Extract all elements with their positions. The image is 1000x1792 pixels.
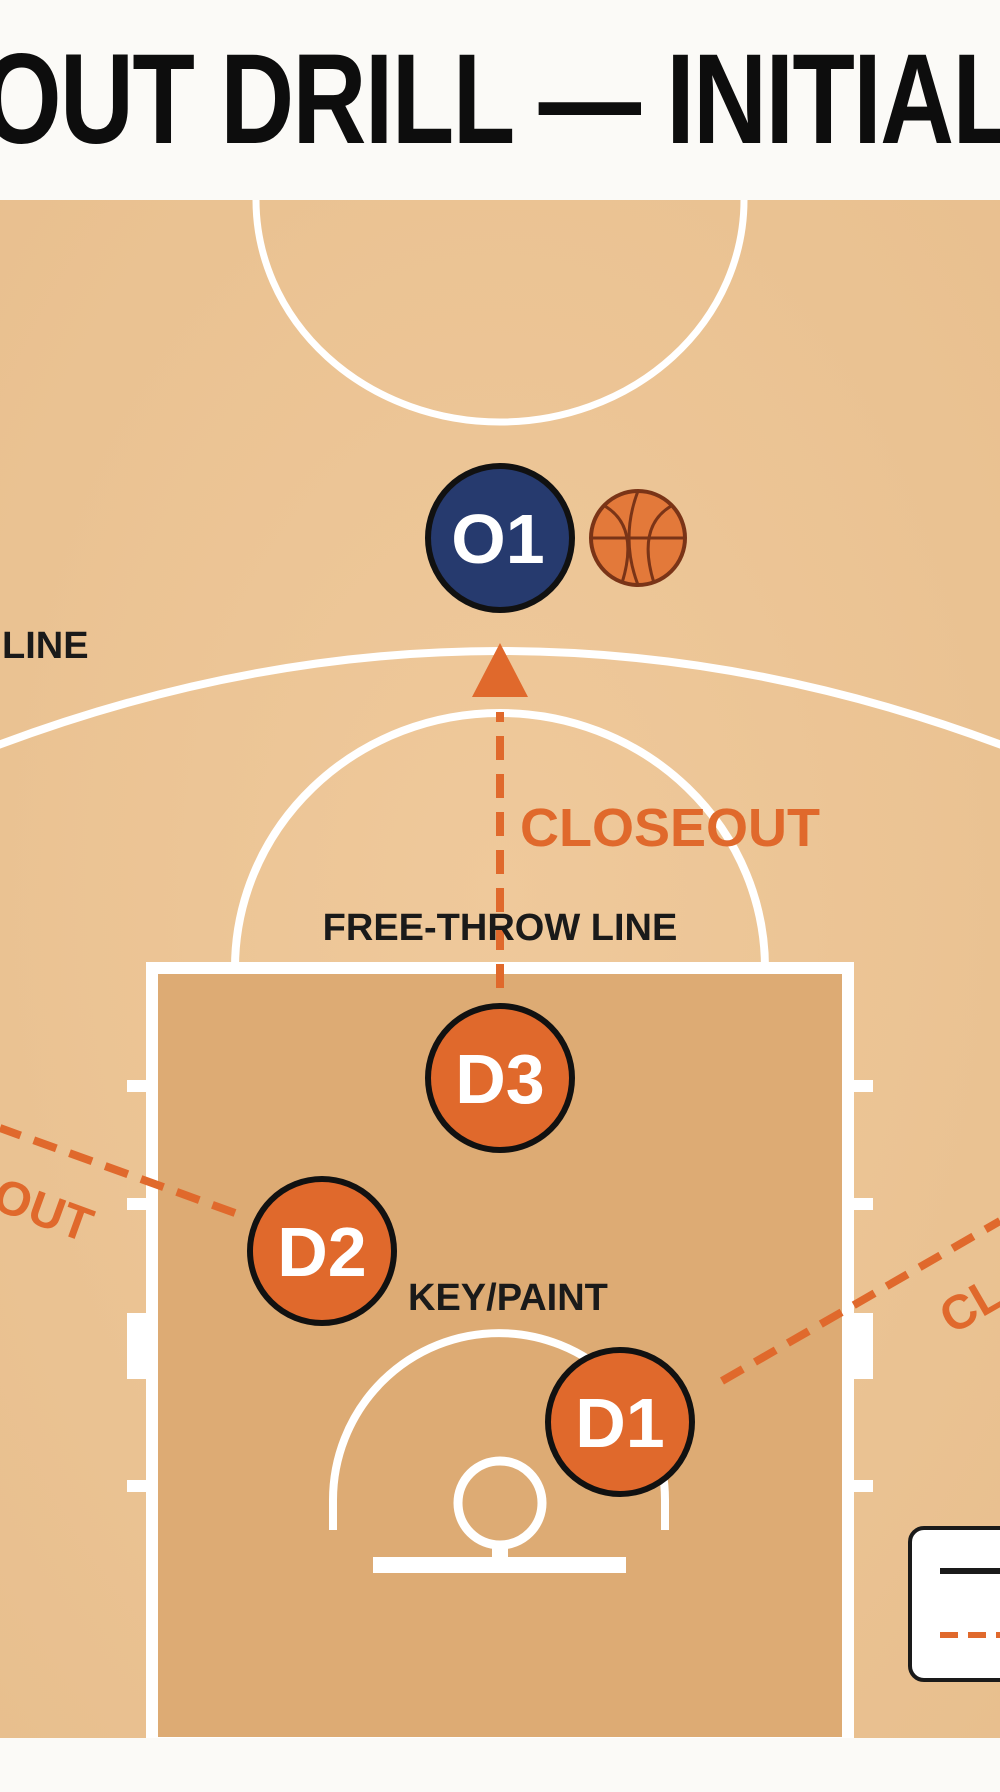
page-bottom-margin: [0, 1738, 1000, 1792]
closeout-paths: [0, 712, 1000, 1385]
diagram-title: OUT DRILL — INITIAL: [0, 28, 1000, 171]
player-D2-marker: [247, 1176, 397, 1326]
player-D2-label: D2: [277, 1213, 366, 1291]
backboard: [373, 1557, 626, 1573]
center-circle: [252, 200, 748, 426]
player-D3[interactable]: D3: [425, 1003, 575, 1153]
player-D3-label: D3: [455, 1040, 544, 1118]
lane-hash-marks: [127, 1080, 873, 1492]
key-paint-label: KEY/PAINT: [408, 1277, 608, 1319]
player-D1[interactable]: D1: [545, 1347, 695, 1497]
three-point-line-label: LINE: [2, 625, 89, 667]
free-throw-line-label: FREE-THROW LINE: [323, 907, 678, 949]
rim-connector: [492, 1544, 508, 1558]
player-D3-marker: [425, 1003, 575, 1153]
legend-box: [908, 1526, 1000, 1682]
player-O1-label: O1: [451, 500, 544, 578]
basketball-icon: [589, 489, 687, 587]
closeout-label-center: CLOSEOUT: [520, 798, 820, 858]
closeout-arrowhead: [472, 643, 528, 697]
player-D1-label: D1: [575, 1384, 664, 1462]
player-O1[interactable]: O1: [425, 463, 575, 613]
closeout-path-left: [0, 1124, 237, 1217]
player-D2[interactable]: D2: [247, 1176, 397, 1326]
player-D1-marker: [545, 1347, 695, 1497]
player-O1-marker: [425, 463, 575, 613]
closeout-path-right: [720, 1217, 1000, 1385]
